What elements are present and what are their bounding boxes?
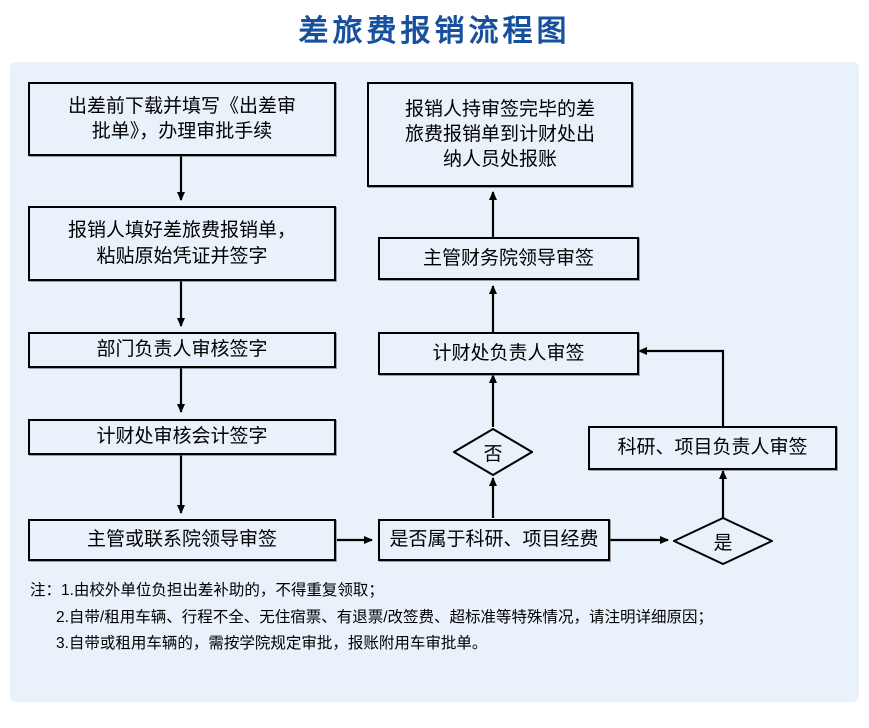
node-n1[interactable]: 出差前下载并填写《出差审 批单》，办理审批手续 (28, 82, 336, 156)
node-n2-label: 报销人填好差旅费报销单， 粘贴原始凭证并签字 (67, 220, 296, 267)
node-n10-label: 报销人持审签完毕的差 旅费报销单到计财处出 纳人员处报账 (404, 98, 595, 171)
node-n8[interactable]: 计财处负责人审签 (378, 332, 639, 375)
node-n4[interactable]: 计财处审核会计签字 (28, 419, 336, 455)
node-n3[interactable]: 部门负责人审核签字 (28, 332, 336, 368)
node-n6-label: 是否属于科研、项目经费 (389, 529, 599, 551)
diamond-shape-yes (673, 517, 773, 565)
node-n8-label: 计财处负责人审签 (432, 342, 585, 364)
decision-no[interactable]: 否 (453, 428, 533, 476)
node-n9-label: 主管财务院领导审签 (422, 247, 594, 269)
note-line-3: 3.自带或租用车辆的，需按学院规定审批，报账附用车审批单。 (56, 635, 488, 653)
node-n4-label: 计财处审核会计签字 (96, 426, 268, 448)
node-n5[interactable]: 主管或联系院领导审签 (28, 519, 336, 561)
node-n2[interactable]: 报销人填好差旅费报销单， 粘贴原始凭证并签字 (28, 206, 336, 281)
node-n7-label: 科研、项目负责人审签 (617, 437, 808, 459)
node-n1-label: 出差前下载并填写《出差审 批单》，办理审批手续 (67, 95, 296, 142)
node-n3-label: 部门负责人审核签字 (96, 339, 268, 361)
diamond-shape-no (453, 428, 533, 476)
note-line-2: 2.自带/租用车辆、行程不全、无住宿票、有退票/改签费、超标准等特殊情况，请注明… (56, 608, 714, 626)
decision-yes-label: 是 (713, 532, 733, 554)
node-n6[interactable]: 是否属于科研、项目经费 (378, 519, 610, 561)
page-title: 差旅费报销流程图 (298, 15, 571, 48)
notes-block: 注：1.由校外单位负担出差补助的，不得重复领取； 2.自带/租用车辆、行程不全、… (30, 578, 850, 658)
node-n10[interactable]: 报销人持审签完毕的差 旅费报销单到计财处出 纳人员处报账 (367, 82, 633, 187)
decision-yes[interactable]: 是 (673, 517, 773, 565)
node-n9[interactable]: 主管财务院领导审签 (378, 237, 639, 280)
note-line-1: 注：1.由校外单位负担出差补助的，不得重复领取； (30, 582, 384, 599)
node-n7[interactable]: 科研、项目负责人审签 (588, 426, 837, 470)
node-n5-label: 主管或联系院领导审签 (86, 529, 277, 551)
decision-no-label: 否 (483, 443, 503, 465)
